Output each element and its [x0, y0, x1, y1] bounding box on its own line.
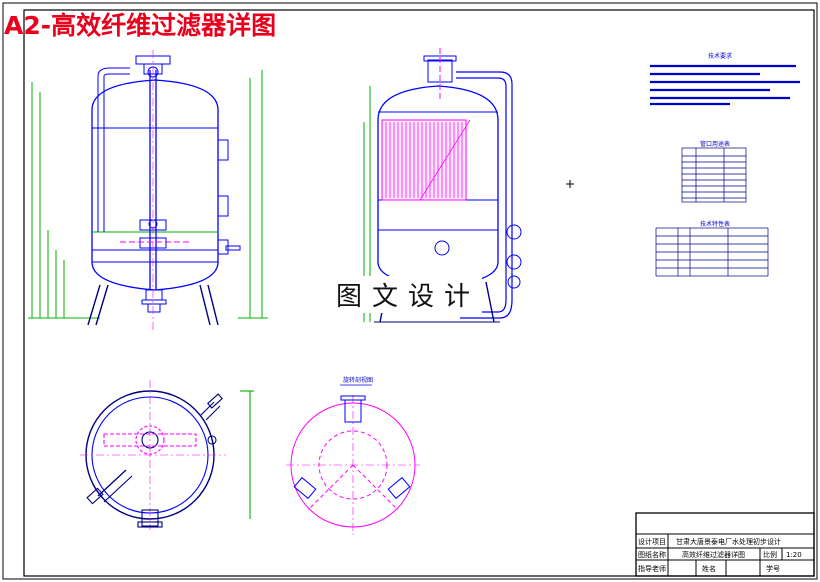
tb-advisor-label: 指导老师 — [638, 564, 666, 573]
tb-project-label: 设计项目 — [638, 537, 666, 546]
nozzle-table-title: 管口用途表 — [700, 140, 730, 148]
tech-notes-title: 技术要求 — [708, 52, 732, 60]
title-block — [635, 512, 815, 577]
front-view — [28, 50, 268, 330]
tb-id-label: 学号 — [766, 564, 780, 573]
top-view — [80, 380, 254, 530]
fiber-bundle — [385, 119, 471, 201]
drawing-title: A2-高效纤维过滤器详图 — [4, 11, 277, 40]
parts-table-title: 技术特性表 — [700, 220, 730, 228]
section-view — [286, 395, 420, 535]
tb-name-label: 姓名 — [702, 564, 716, 573]
tb-scale-value: 1:20 — [786, 551, 802, 559]
parts-table — [655, 227, 769, 277]
tb-drawing-value: 高效纤维过滤器详图 — [682, 550, 745, 559]
tb-project-value: 甘肃大唐景泰电厂水处理初步设计 — [676, 537, 781, 546]
tb-scale-label: 比例 — [763, 550, 777, 559]
watermark-text: 图文设计 — [334, 276, 483, 313]
fiber-diagonal — [419, 119, 471, 201]
tech-notes: 技术要求 — [650, 52, 800, 106]
tb-drawing-label: 图纸名称 — [638, 550, 666, 559]
section-label: 旋转剖视图 — [343, 376, 373, 384]
inner-frame — [23, 9, 815, 577]
coordinate-marker — [566, 180, 574, 188]
nozzle-table — [681, 147, 747, 203]
tech-notes-lines — [650, 64, 800, 106]
